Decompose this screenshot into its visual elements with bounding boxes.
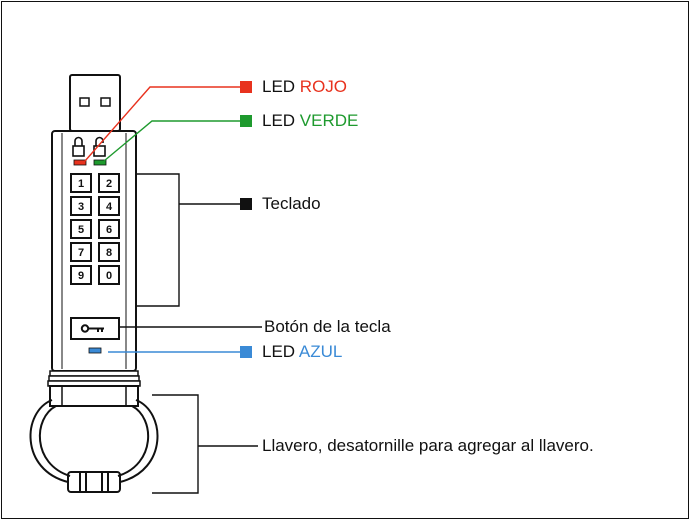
green-marker: [240, 115, 252, 127]
device-collar: [47, 370, 141, 407]
keypad-key-5: 5: [70, 219, 92, 239]
led-red-prefix: LED: [262, 77, 300, 96]
keyring-loop: [29, 399, 159, 493]
padlock-icon: [72, 136, 85, 157]
keypad-bracket: [137, 173, 180, 307]
keyring-bracket: [152, 394, 199, 494]
led-green-prefix: LED: [262, 111, 300, 130]
led-red-label: LED ROJO: [262, 77, 347, 97]
keypad-key-label: 5: [78, 224, 84, 236]
black-marker: [240, 198, 252, 210]
key-button-label: Botón de la tecla: [264, 317, 391, 336]
led-blue-accent: AZUL: [298, 342, 343, 361]
green-led-leader: [103, 120, 240, 162]
blue-marker: [240, 346, 252, 358]
keypad-key-0: 0: [98, 265, 120, 285]
led-blue-prefix: LED: [262, 342, 299, 361]
keypad: 1 2 3 4 5 6 7 8 9 0: [70, 173, 120, 285]
led-red-accent: ROJO: [299, 77, 348, 96]
led-blue-label: LED AZUL: [262, 342, 342, 362]
keypad-key-label: 9: [78, 270, 84, 282]
keypad-label: Teclado: [262, 194, 321, 213]
usb-connector: [69, 74, 121, 132]
device-body: [51, 130, 137, 372]
keypad-key-label: 2: [106, 178, 112, 190]
keypad-key-6: 6: [98, 219, 120, 239]
red-led: [73, 159, 87, 166]
key-button: [70, 317, 120, 340]
keypad-key-label: 6: [106, 224, 112, 236]
led-green-accent: VERDE: [299, 111, 359, 130]
keyring-label: Llavero, desatornille para agregar al ll…: [262, 436, 594, 455]
keypad-key-2: 2: [98, 173, 120, 193]
led-green-label: LED VERDE: [262, 111, 358, 131]
green-led: [93, 159, 107, 166]
keypad-key-label: 1: [78, 178, 84, 190]
red-marker: [240, 81, 252, 93]
keypad-key-label: 4: [106, 201, 113, 213]
keypad-key-9: 9: [70, 265, 92, 285]
keypad-key-label: 8: [106, 247, 112, 259]
blue-led: [88, 347, 102, 354]
keypad-key-8: 8: [98, 242, 120, 262]
keypad-key-label: 3: [78, 201, 84, 213]
keypad-key-4: 4: [98, 196, 120, 216]
keypad-key-1: 1: [70, 173, 92, 193]
key-icon: [80, 324, 104, 333]
keypad-key-3: 3: [70, 196, 92, 216]
red-led-leader: [84, 86, 240, 162]
keypad-key-label: 7: [78, 247, 84, 259]
keypad-key-label: 0: [106, 270, 112, 282]
keypad-key-7: 7: [70, 242, 92, 262]
